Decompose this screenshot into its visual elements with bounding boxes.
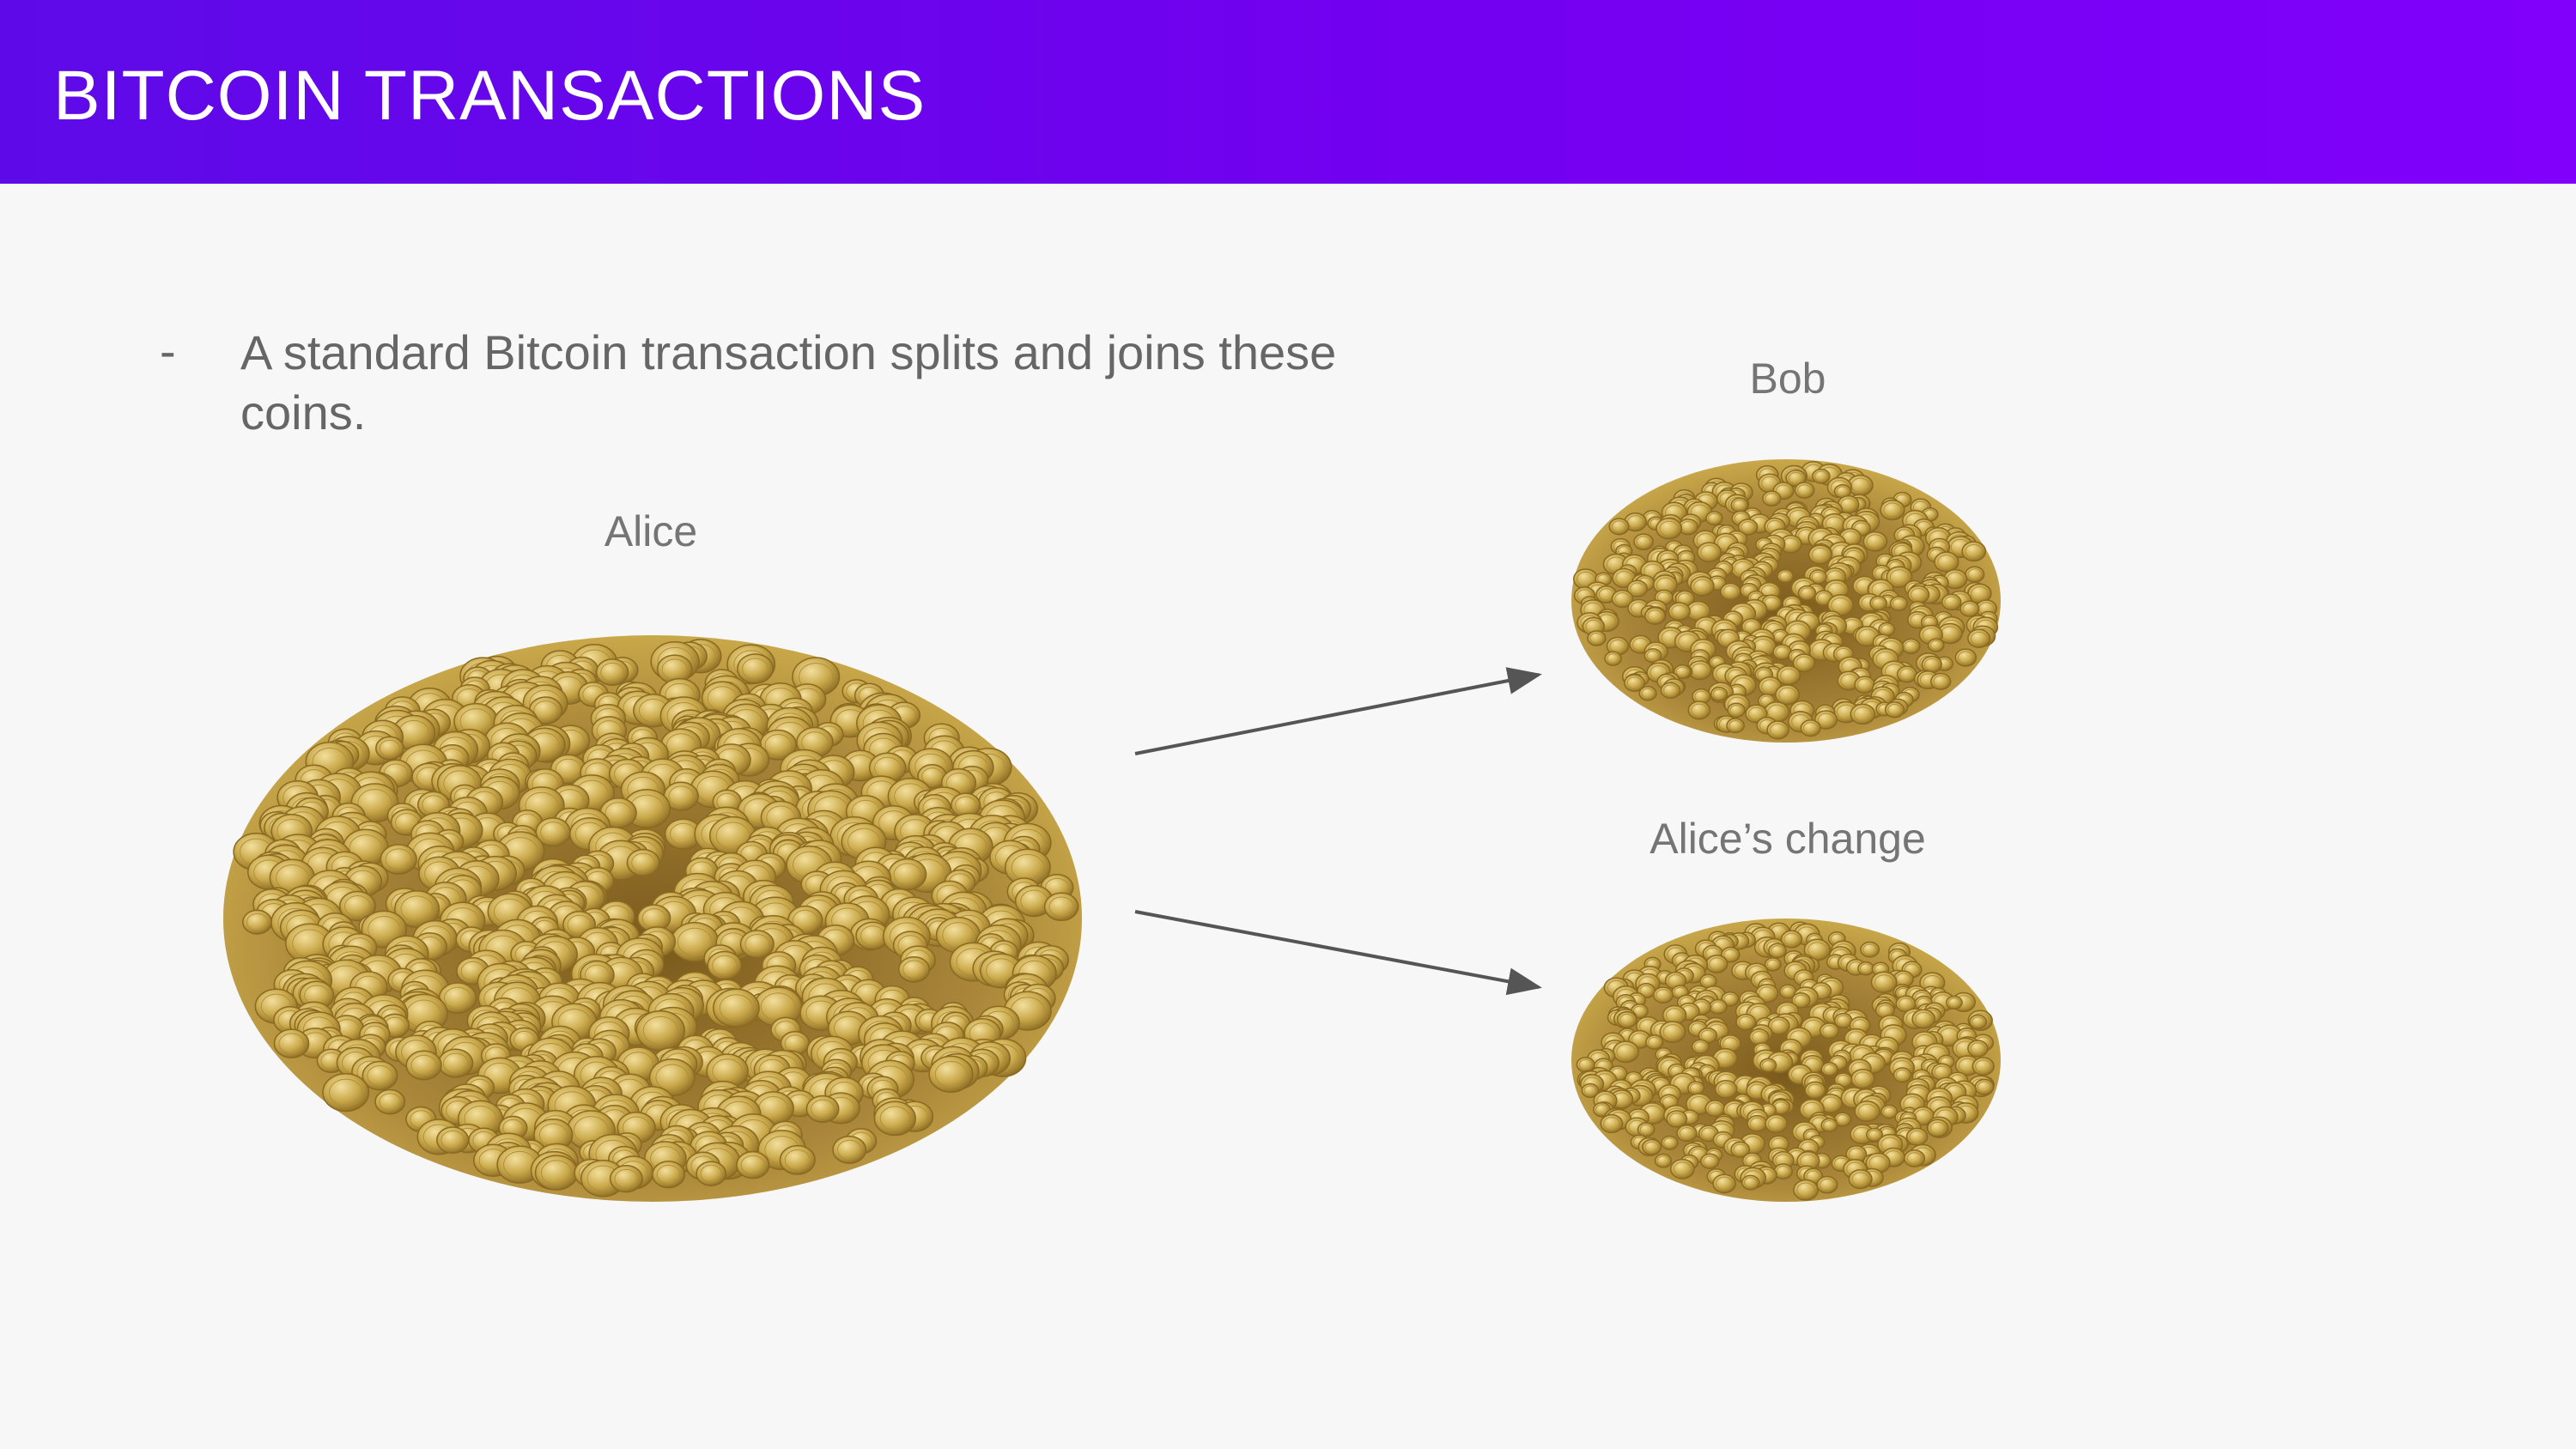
bob-coin-pile: [1571, 459, 2001, 743]
arrow-to-bob: [1134, 667, 1542, 755]
bob-label: Bob: [1749, 355, 1826, 403]
alice-coin-pile: [223, 635, 1082, 1202]
title-bar: BITCOIN TRANSACTIONS: [0, 0, 2576, 184]
slide-title: BITCOIN TRANSACTIONS: [53, 57, 927, 135]
alice-change-label: Alice’s change: [1649, 815, 1926, 863]
bullet-marker: -: [160, 324, 176, 378]
bullet-text: A standard Bitcoin transaction splits an…: [240, 325, 1337, 440]
alice-label: Alice: [604, 507, 698, 555]
alice-change-coin-pile: [1571, 919, 2001, 1202]
arrow-to-alice-change: [1134, 910, 1542, 996]
